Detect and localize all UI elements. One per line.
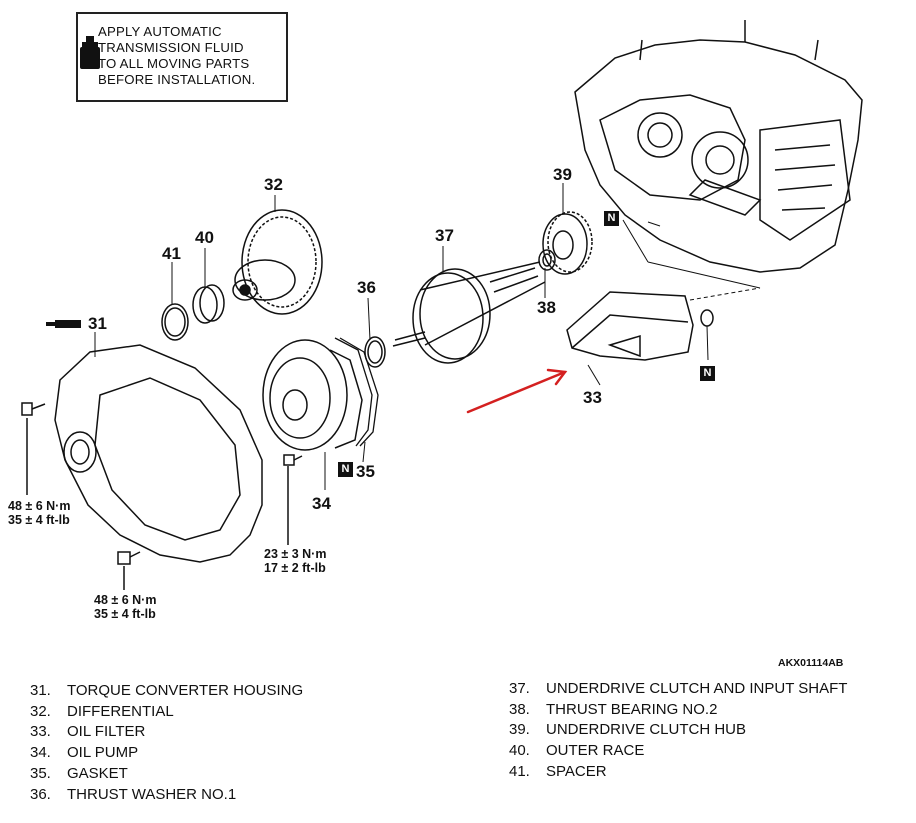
legend-label: SPACER	[546, 762, 607, 780]
sealant-tube	[46, 320, 81, 328]
legend-item: 31. TORQUE CONVERTER HOUSING	[30, 681, 303, 702]
spacer	[161, 303, 189, 341]
oil-filter	[566, 291, 694, 361]
legend-number: 37.	[509, 680, 530, 697]
underdrive-clutch-hub	[542, 211, 593, 275]
legend-label: GASKET	[67, 764, 128, 782]
underdrive-clutch-input-shaft	[392, 261, 546, 364]
notice-line-2: TRANSMISSION FLUID	[98, 40, 244, 55]
bolt-bottom	[117, 551, 141, 590]
torque-left-imperial: 35 ± 4 ft-lb	[8, 513, 70, 527]
torque-converter-housing	[54, 344, 263, 563]
legend-label: OIL PUMP	[67, 744, 139, 762]
legend-label: UNDERDRIVE CLUTCH AND INPUT SHAFT	[546, 680, 848, 697]
legend-number: 36.	[30, 785, 51, 803]
callout-39: 39	[553, 165, 572, 184]
legend-label: TORQUE CONVERTER HOUSING	[67, 682, 304, 699]
legend-item: 39. UNDERDRIVE CLUTCH HUB	[509, 720, 847, 741]
n-badge-filter: N	[700, 366, 715, 381]
differential	[232, 209, 323, 315]
legend-label: THRUST WASHER NO.1	[67, 785, 237, 803]
bolt-left	[21, 402, 46, 495]
gasket	[334, 337, 379, 447]
callout-34: 34	[312, 494, 331, 513]
legend-label: UNDERDRIVE CLUTCH HUB	[546, 721, 747, 739]
legend-label: OIL FILTER	[67, 723, 146, 741]
legend-item: 33. OIL FILTER	[30, 722, 303, 743]
fluid-bottle-icon	[80, 36, 100, 69]
fluid-notice-box: APPLY AUTOMATIC TRANSMISSION FLUID TO AL…	[76, 12, 288, 102]
legend-number: 32.	[30, 702, 51, 720]
callout-41: 41	[162, 244, 181, 263]
legend-item: 34. OIL PUMP	[30, 743, 303, 764]
legend-label: DIFFERENTIAL	[67, 702, 174, 720]
legend-number: 39.	[509, 721, 530, 739]
legend-label: OUTER RACE	[546, 742, 645, 760]
callout-36: 36	[357, 278, 376, 297]
torque-spec-pump: 23 ± 3 N·m 17 ± 2 ft-lb	[264, 547, 326, 575]
notice-line-4: BEFORE INSTALLATION.	[98, 72, 256, 87]
torque-left-metric: 48 ± 6 N·m	[8, 499, 71, 513]
legend-item: 38. THRUST BEARING NO.2	[509, 700, 847, 721]
legend-number: 31.	[30, 682, 51, 699]
legend-item: 32. DIFFERENTIAL	[30, 702, 303, 723]
parts-legend-left: 31. TORQUE CONVERTER HOUSING 32. DIFFERENT…	[30, 681, 303, 805]
legend-number: 34.	[30, 744, 51, 762]
figure-reference-code: AKX01114AB	[778, 657, 844, 669]
o-ring	[700, 309, 714, 327]
torque-bottom-metric: 48 ± 6 N·m	[94, 593, 157, 607]
torque-spec-left: 48 ± 6 N·m 35 ± 4 ft-lb	[8, 499, 70, 527]
notice-line-3: TO ALL MOVING PARTS	[98, 56, 250, 71]
notice-line-1: APPLY AUTOMATIC	[98, 24, 222, 39]
thrust-bearing	[538, 249, 556, 271]
legend-number: 41.	[509, 762, 530, 780]
legend-label: THRUST BEARING NO.2	[546, 700, 718, 718]
callout-35: 35	[356, 462, 375, 481]
outer-race	[192, 284, 225, 324]
bolt-pump	[283, 454, 303, 545]
legend-number: 35.	[30, 764, 51, 782]
callout-31: 31	[88, 314, 107, 333]
torque-spec-bottom: 48 ± 6 N·m 35 ± 4 ft-lb	[94, 593, 156, 621]
legend-item: 40. OUTER RACE	[509, 741, 847, 762]
oil-pump	[262, 339, 363, 451]
leader-lines	[94, 183, 761, 490]
callout-33: 33	[583, 388, 602, 407]
legend-number: 38.	[509, 700, 530, 718]
legend-number: 33.	[30, 723, 51, 741]
callout-40: 40	[195, 228, 214, 247]
n-badge-gasket: N	[338, 462, 353, 477]
legend-item: 37. UNDERDRIVE CLUTCH AND INPUT SHAFT	[509, 679, 847, 700]
torque-pump-imperial: 17 ± 2 ft-lb	[264, 561, 326, 575]
legend-item: 35. GASKET	[30, 764, 303, 785]
legend-item: 36. THRUST WASHER NO.1	[30, 785, 303, 806]
callout-37: 37	[435, 226, 454, 245]
thrust-washer	[364, 336, 386, 368]
red-annotation-arrow	[466, 368, 568, 414]
legend-number: 40.	[509, 742, 530, 760]
n-badge-case: N	[604, 211, 619, 226]
legend-item: 41. SPACER	[509, 762, 847, 783]
torque-bottom-imperial: 35 ± 4 ft-lb	[94, 607, 156, 621]
callout-32: 32	[264, 175, 283, 194]
torque-pump-metric: 23 ± 3 N·m	[264, 547, 327, 561]
callout-38: 38	[537, 298, 556, 317]
parts-legend-right: 37. UNDERDRIVE CLUTCH AND INPUT SHAFT 38.…	[509, 679, 847, 783]
transaxle-case	[574, 20, 863, 273]
